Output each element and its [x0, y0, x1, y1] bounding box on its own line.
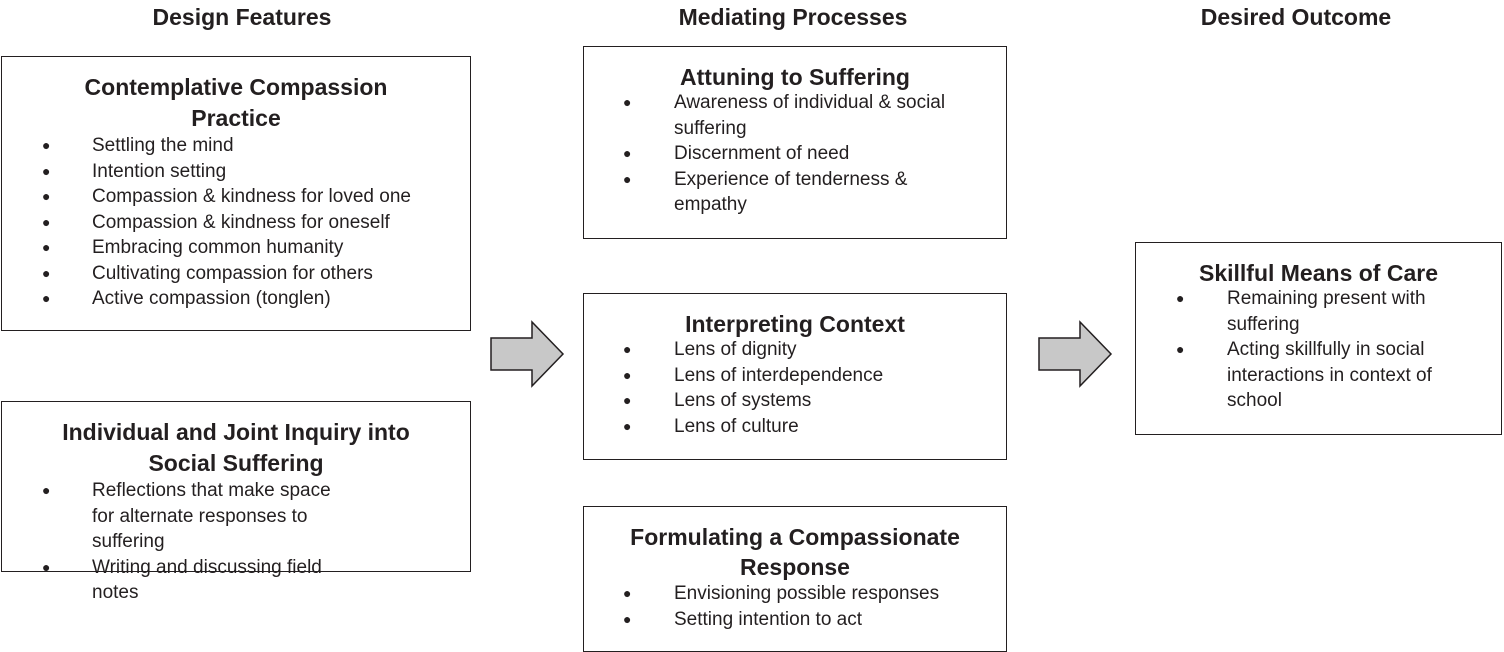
box-title-joint-inquiry: Individual and Joint Inquiry into Social… — [62, 419, 410, 476]
list-item: ● Experience of tenderness & empathy — [584, 167, 984, 218]
box-formulating-response: Formulating a Compassionate Response ● En… — [583, 506, 1007, 652]
list-item-text: Active compassion (tonglen) — [92, 288, 331, 309]
list-item-text: Reflections that make space for alternat… — [92, 480, 331, 552]
list-item-text: Lens of systems — [674, 390, 812, 411]
bullet-icon: ● — [623, 392, 632, 408]
bullet-icon: ● — [623, 585, 632, 601]
box-joint-inquiry: Individual and Joint Inquiry into Social… — [1, 401, 471, 603]
heading-design-features: Design Features — [152, 4, 332, 30]
list-item-text: Cultivating compassion for others — [92, 262, 373, 284]
list-item: ● Discernment of need — [584, 141, 984, 167]
list-item-text: Lens of culture — [674, 415, 799, 437]
box-title-formulating: Formulating a Compassionate Response — [630, 524, 960, 580]
box-title-attuning: Attuning to Suffering — [680, 64, 910, 90]
list-item: ● Remaining present with suffering — [1136, 286, 1471, 337]
list-item-text: Discernment of need — [674, 143, 850, 164]
bullet-icon: ● — [623, 610, 632, 627]
list-item: ● Compassion & kindness for loved one — [2, 184, 470, 210]
bullet-icon: ● — [42, 482, 51, 498]
heading-desired-outcome: Desired Outcome — [1200, 4, 1392, 30]
list-item-text: Embracing common humanity — [92, 237, 344, 258]
bullet-icon: ● — [1176, 341, 1185, 357]
bullet-icon: ● — [623, 94, 632, 110]
bullet-icon: ● — [42, 290, 51, 306]
list-item: ● Lens of culture — [584, 414, 1006, 440]
bullet-icon: ● — [623, 341, 632, 357]
bullet-icon: ● — [623, 366, 632, 383]
list-formulating: ● Envisioning possible responses ● Setting … — [584, 581, 1006, 632]
bullet-icon: ● — [42, 239, 51, 255]
list-item: ● Writing and discussing field notes — [2, 555, 342, 606]
list-item-text: Setting intention to act — [674, 608, 863, 630]
list-item-text: Remaining present with suffering — [1227, 288, 1426, 335]
list-item-text: Experience of tenderness & empathy — [674, 168, 908, 216]
list-item: ● Lens of systems — [584, 388, 1006, 414]
list-item: ● Acting skillfully in social interaction… — [1136, 337, 1471, 414]
box-compassion-practice: Contemplative Compassion Practice ● Settl… — [1, 56, 471, 331]
box-attuning-to-suffering: Attuning to Suffering ● Awareness of indi… — [583, 46, 1007, 239]
list-item: ● Lens of interdependence — [584, 363, 1006, 389]
bullet-icon: ● — [623, 417, 632, 434]
list-item-text: Compassion & kindness for oneself — [92, 211, 390, 233]
list-skillful-care: ● Remaining present with suffering ● Acting… — [1136, 286, 1471, 414]
list-item: ● Lens of dignity — [584, 337, 1006, 363]
right-arrow-icon — [490, 320, 565, 388]
list-item: ● Envisioning possible responses — [584, 581, 1006, 607]
list-item: ● Cultivating compassion for others — [2, 261, 470, 287]
bullet-icon: ● — [623, 145, 632, 161]
list-item-text: Acting skillfully in social interactions… — [1227, 339, 1432, 411]
list-item: ● Embracing common humanity — [2, 235, 470, 261]
list-joint-inquiry: ● Reflections that make space for alterna… — [2, 478, 342, 606]
bullet-icon: ● — [42, 558, 51, 575]
list-item: ● Settling the mind — [2, 133, 470, 159]
list-item: ● Setting intention to act — [584, 607, 1006, 633]
box-interpreting-context: Interpreting Context ● Lens of dignity ● Le… — [583, 293, 1007, 460]
box-title-compassion-practice: Contemplative Compassion Practice — [84, 74, 388, 131]
list-item: ● Intention setting — [2, 159, 470, 185]
box-title-interpreting: Interpreting Context — [685, 311, 905, 337]
list-item-text: Settling the mind — [92, 135, 234, 156]
bullet-icon: ● — [42, 137, 51, 153]
list-item-text: Intention setting — [92, 160, 227, 182]
list-interpreting: ● Lens of dignity ● Lens of interdependence… — [584, 337, 1006, 439]
bullet-icon: ● — [1176, 290, 1185, 306]
bullet-icon: ● — [623, 170, 632, 187]
list-item-text: Envisioning possible responses — [674, 583, 940, 604]
list-item-text: Lens of interdependence — [674, 364, 884, 386]
bullet-icon: ● — [42, 264, 51, 281]
list-item: ● Reflections that make space for alterna… — [2, 478, 342, 555]
box-skillful-means-of-care: Skillful Means of Care ● Remaining presen… — [1135, 242, 1502, 435]
bullet-icon: ● — [42, 213, 51, 230]
list-item-text: Compassion & kindness for loved one — [92, 186, 411, 207]
bullet-icon: ● — [42, 188, 51, 204]
list-item-text: Awareness of individual & social sufferi… — [674, 92, 946, 139]
list-compassion-practice: ● Settling the mind ● Intention setting ● Com… — [2, 133, 470, 312]
list-item: ● Compassion & kindness for oneself — [2, 210, 470, 236]
list-item: ● Awareness of individual & social suffer… — [584, 90, 984, 141]
heading-mediating-processes: Mediating Processes — [678, 4, 908, 30]
list-attuning: ● Awareness of individual & social suffer… — [584, 90, 984, 218]
bullet-icon: ● — [42, 162, 51, 179]
list-item-text: Lens of dignity — [674, 339, 797, 360]
box-title-skillful-care: Skillful Means of Care — [1198, 260, 1438, 286]
right-arrow-icon — [1038, 320, 1113, 388]
list-item: ● Active compassion (tonglen) — [2, 286, 470, 312]
list-item-text: Writing and discussing field notes — [92, 556, 322, 604]
